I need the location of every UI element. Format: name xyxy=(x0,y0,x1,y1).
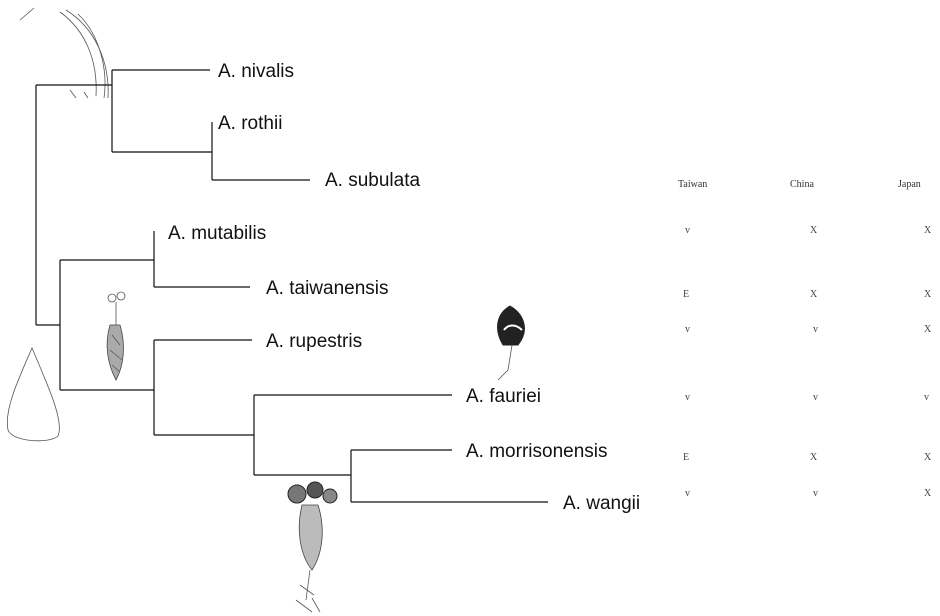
column-header-taiwan: Taiwan xyxy=(678,179,707,190)
taxon-label-morrisonensis: A. morrisonensis xyxy=(466,441,608,462)
taxon-label-nivalis: A. nivalis xyxy=(218,61,294,82)
taxon-label-mutabilis: A. mutabilis xyxy=(168,223,266,244)
taxon-label-taiwanensis: A. taiwanensis xyxy=(266,278,389,299)
bract-outline-sketch xyxy=(7,348,59,441)
table-cell: v xyxy=(685,225,690,236)
table-cell: X xyxy=(924,289,932,300)
table-cell: v xyxy=(924,392,929,403)
flower-cluster-sketch xyxy=(288,482,337,612)
column-header-china: China xyxy=(790,179,814,190)
table-cell: X xyxy=(924,324,932,335)
feather-sketch xyxy=(498,306,525,380)
table-cell: v xyxy=(685,488,690,499)
table-cell: E xyxy=(683,289,689,300)
table-cell: X xyxy=(810,289,818,300)
distribution-table: v X X E X X v v X v v v E X X v v X xyxy=(683,225,932,499)
column-header-japan: Japan xyxy=(898,179,921,190)
taxon-label-subulata: A. subulata xyxy=(325,170,420,191)
taxon-label-fauriei: A. fauriei xyxy=(466,386,541,407)
table-cell: X xyxy=(810,225,818,236)
table-cell: v xyxy=(813,488,818,499)
table-cell: X xyxy=(924,452,932,463)
flower-spike-sketch xyxy=(107,292,125,380)
table-cell: E xyxy=(683,452,689,463)
table-cell: v xyxy=(685,392,690,403)
taxon-label-rothii: A. rothii xyxy=(218,113,282,134)
table-cell: X xyxy=(810,452,818,463)
table-cell: X xyxy=(924,488,932,499)
table-cell: v xyxy=(813,324,818,335)
taxon-label-wangii: A. wangii xyxy=(563,493,640,514)
table-cell: X xyxy=(924,225,932,236)
taxon-label-rupestris: A. rupestris xyxy=(266,331,362,352)
table-cell: v xyxy=(813,392,818,403)
table-cell: v xyxy=(685,324,690,335)
